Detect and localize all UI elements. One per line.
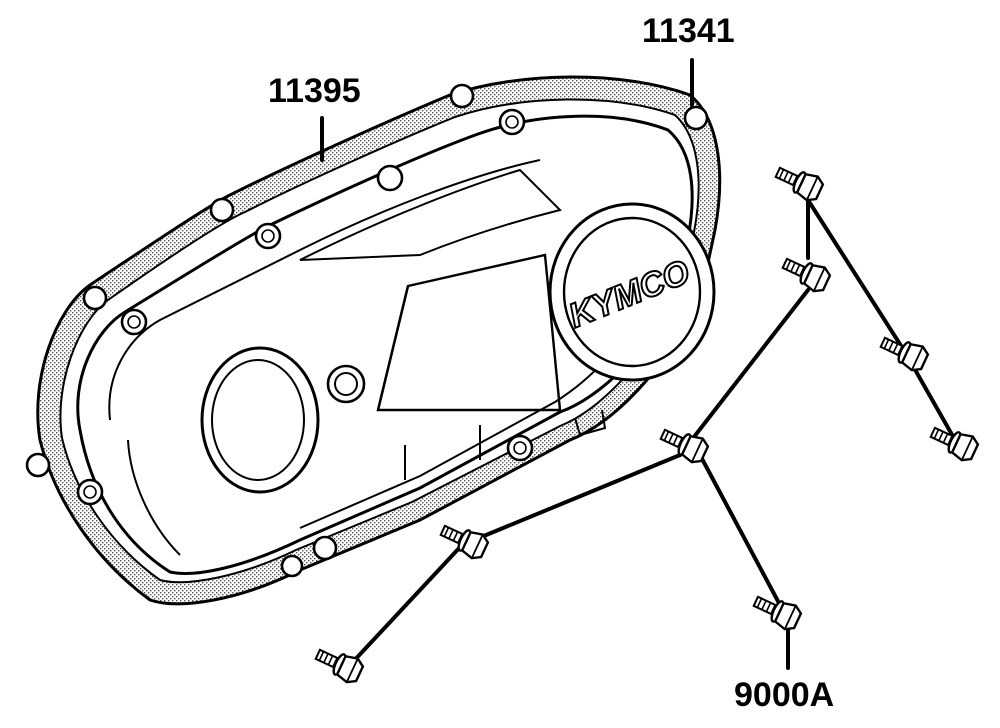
cover-bolt-bosses [76, 108, 534, 561]
bolt-2 [778, 250, 834, 296]
bolt-3 [876, 329, 932, 375]
callout-bolt-part-number: 9000A [734, 676, 835, 714]
leader-lines [320, 58, 957, 670]
bolt-1 [771, 159, 827, 205]
bolt-6 [436, 517, 492, 563]
bolt-7 [311, 641, 367, 687]
cover-part: KYMCO [76, 108, 716, 575]
bolt-4 [926, 419, 982, 465]
callout-cover-part-number: 11341 [642, 12, 735, 50]
callout-gasket-part-number: 11395 [268, 72, 361, 110]
gasket-bolt-holes [25, 83, 709, 578]
